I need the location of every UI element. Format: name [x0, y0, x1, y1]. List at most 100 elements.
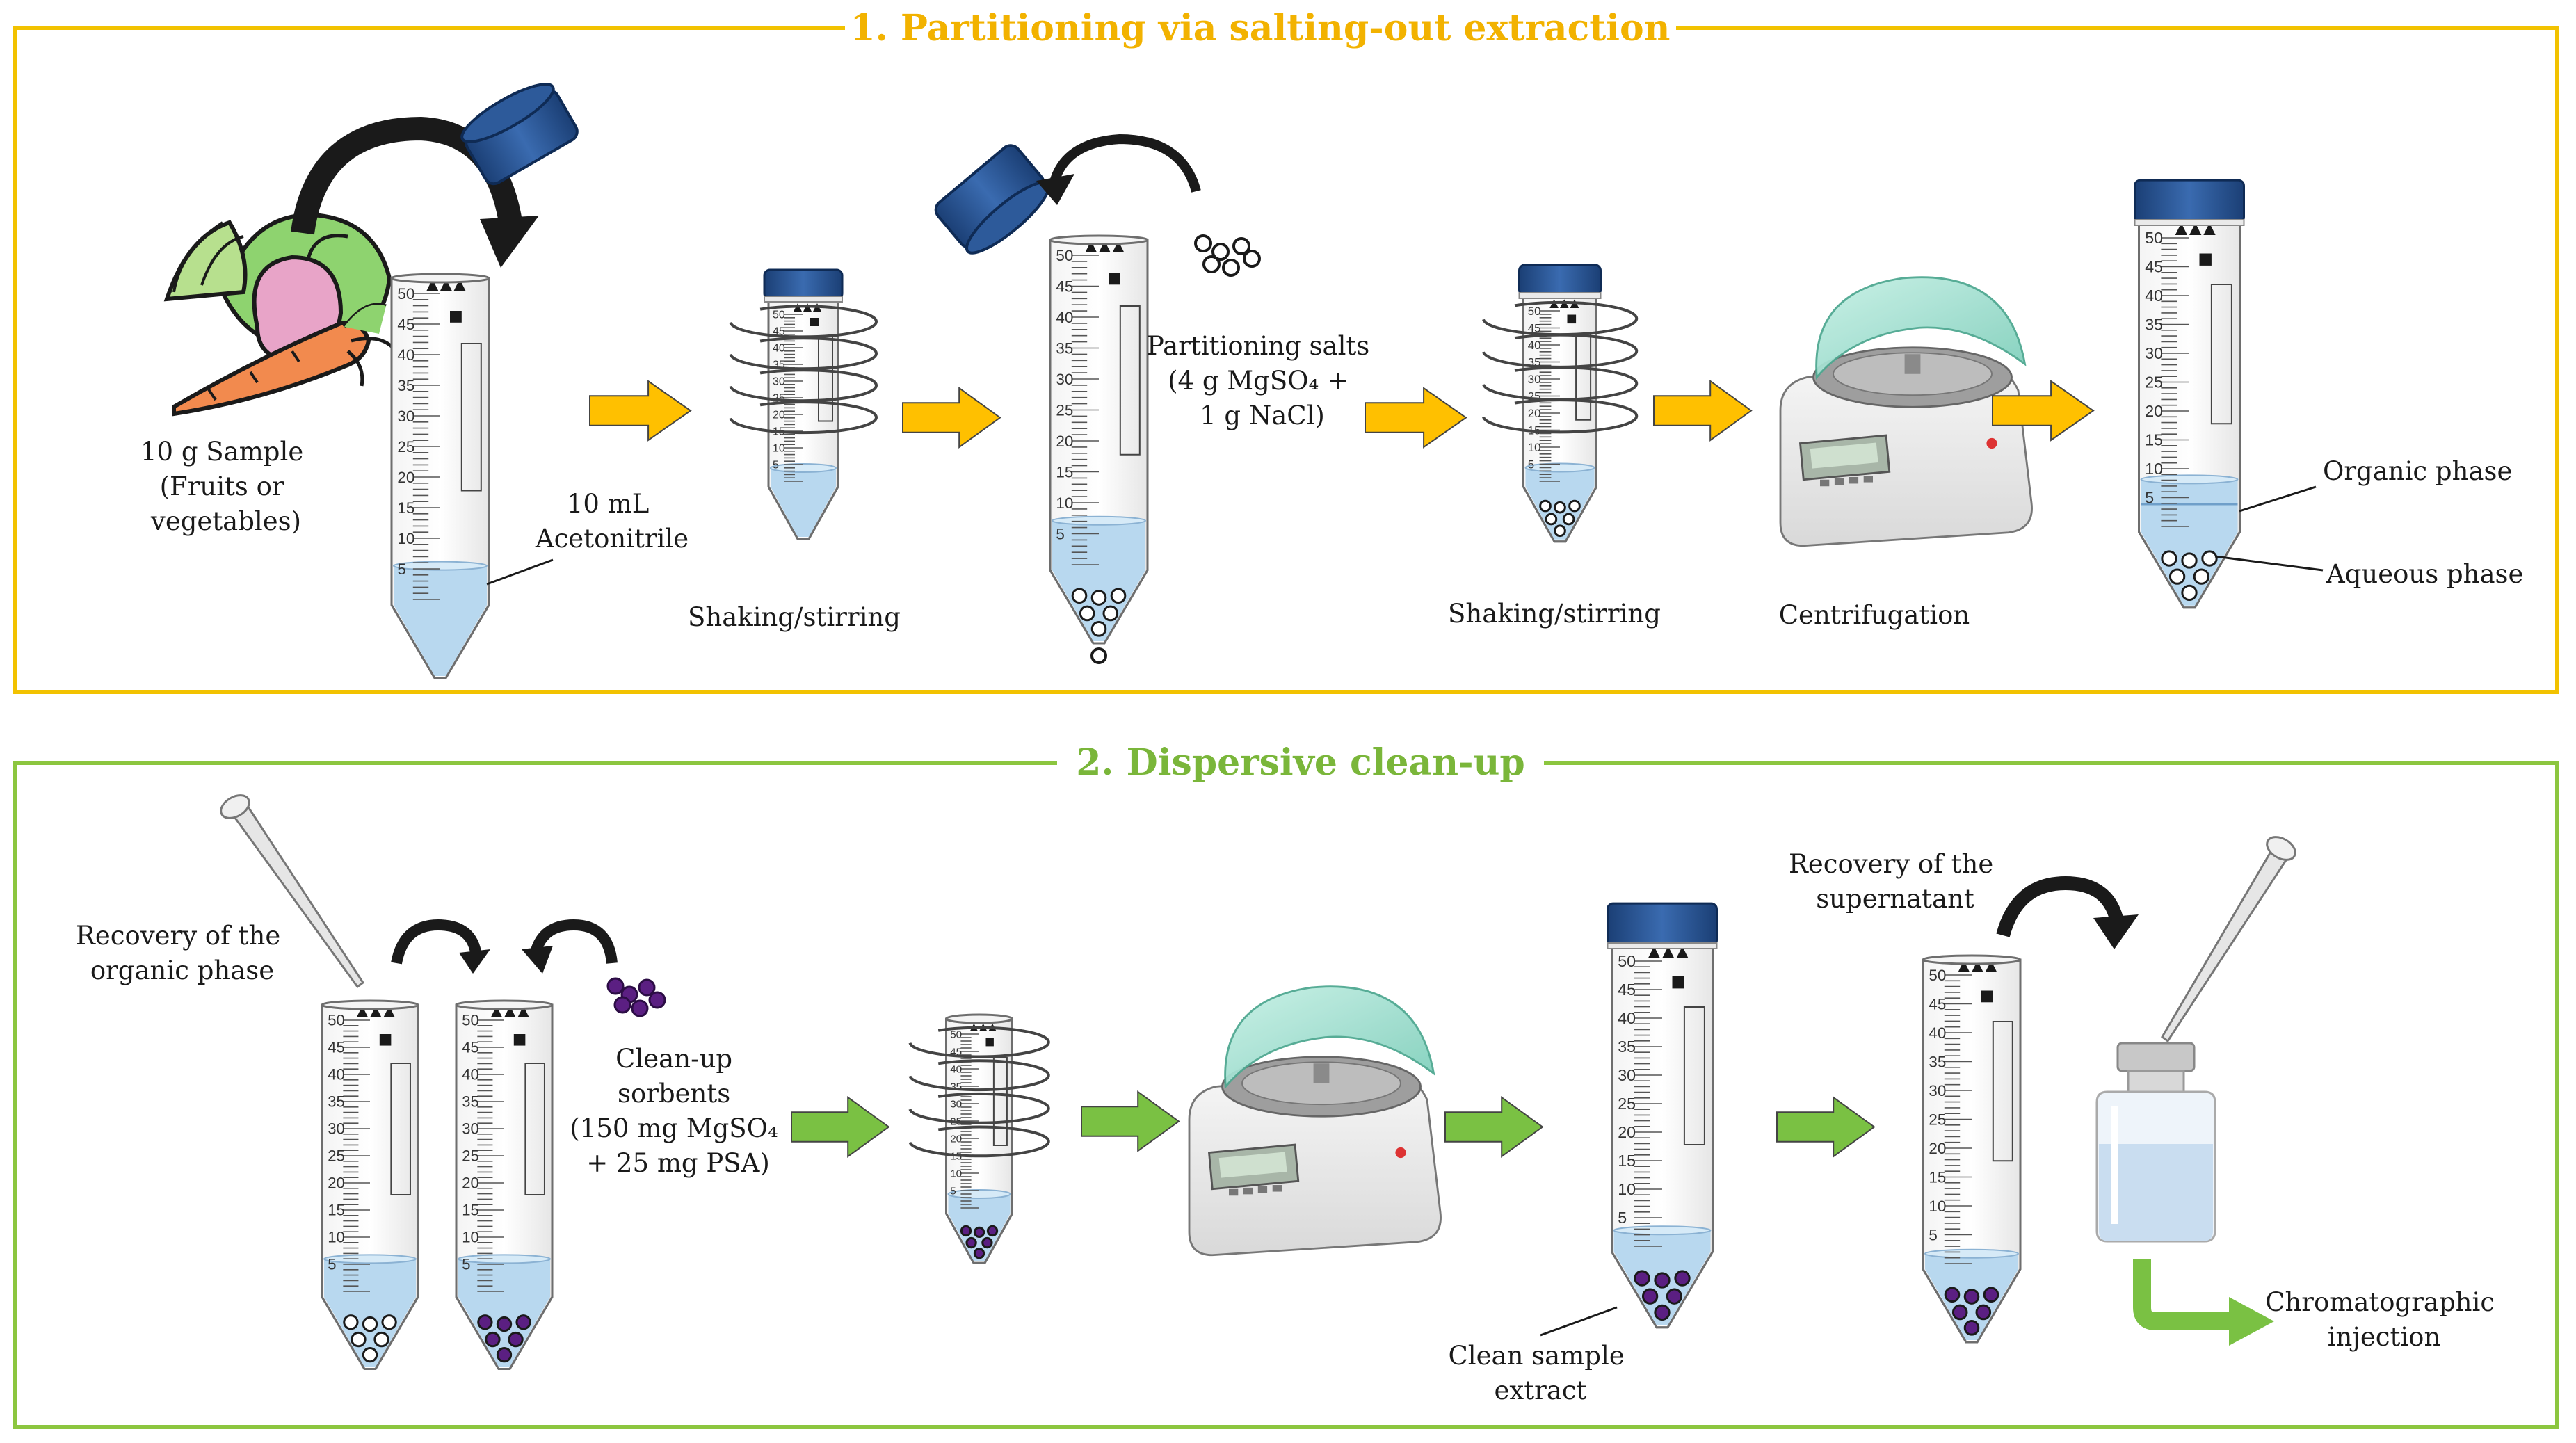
sample-label-2: (Fruits or — [160, 471, 284, 501]
centrifugation-label: Centrifugation — [1779, 600, 1970, 630]
cap-icon — [460, 83, 579, 186]
graduation-label: 20 — [1618, 1123, 1636, 1141]
sorbents-label-1: Clean-up — [615, 1044, 732, 1074]
graduation-label: 45 — [328, 1039, 345, 1056]
graduation-label: 50 — [328, 1012, 345, 1029]
graduation-label: 5 — [2145, 489, 2154, 507]
graduation-label: 45 — [397, 316, 414, 333]
graduation-label: 10 — [773, 443, 785, 455]
svg-text:Recovery of the organic ph: Recovery of the organic phase — [76, 921, 289, 985]
chromatographic-label-2: injection — [2328, 1322, 2441, 1352]
chromatographic-label-1: Chromatographic — [2265, 1287, 2495, 1317]
transfer-arrow-icon — [391, 919, 490, 974]
graduation-label: 20 — [1056, 433, 1073, 450]
svg-text:Clean-up sorbents (150: Clean-up sorbents (150 mg MgSO₄ + 25 mg … — [570, 1044, 786, 1178]
graduation-label: 5 — [1618, 1209, 1627, 1227]
graduation-label: 25 — [397, 438, 414, 456]
acetonitrile-label-1: 10 mL — [567, 489, 650, 519]
pipette-icon-2 — [2161, 836, 2296, 1043]
injection-arrow-icon — [2133, 1259, 2274, 1346]
graduation-label: 30 — [462, 1120, 479, 1138]
sorbent-arrow-icon — [522, 919, 618, 974]
recovery-organic-label-1: Recovery of the — [76, 921, 280, 951]
graduation-label: 50 — [397, 285, 414, 303]
graduation-label: 40 — [328, 1066, 345, 1083]
graduation-label: 5 — [397, 561, 405, 578]
salts-label-3: 1 g NaCl) — [1200, 401, 1325, 430]
graduation-label: 5 — [462, 1256, 470, 1273]
graduation-label: 5 — [1528, 458, 1534, 471]
recovery-supernatant-label-2: supernatant — [1816, 884, 1974, 914]
graduation-label: 30 — [1929, 1082, 1946, 1099]
graduation-label: 30 — [773, 376, 785, 388]
graduation-label: 15 — [462, 1202, 479, 1219]
graduation-label: 10 — [1528, 441, 1541, 454]
vial-icon — [2095, 1042, 2216, 1243]
graduation-label: 20 — [1528, 407, 1541, 420]
graduation-label: 45 — [1528, 321, 1541, 334]
panel2-title: 2. Dispersive clean-up — [1076, 741, 1525, 784]
graduation-label: 35 — [397, 377, 414, 394]
graduation-label: 40 — [1618, 1009, 1636, 1027]
recovery-organic-label-2: organic phase — [90, 956, 274, 985]
graduation-label: 45 — [1056, 277, 1073, 295]
sorbents-label-3: (150 mg MgSO₄ — [570, 1113, 778, 1143]
graduation-label: 35 — [462, 1093, 479, 1111]
graduation-label: 30 — [1528, 373, 1541, 386]
graduation-label: 30 — [1056, 371, 1073, 388]
graduation-label: 20 — [328, 1175, 345, 1192]
graduation-label: 10 — [950, 1168, 962, 1179]
arrow-green-4 — [1776, 1096, 1876, 1158]
arrow-green-2 — [1081, 1090, 1180, 1152]
panel1-title: 1. Partitioning via salting-out extracti… — [851, 7, 1671, 49]
centrifuge-2 — [1188, 985, 1442, 1257]
graduation-label: 50 — [950, 1029, 962, 1040]
svg-text:10 g Sample (Fruits or: 10 g Sample (Fruits or vegetables) — [140, 437, 312, 536]
arrow-orange-1 — [589, 380, 692, 442]
sample-label-1: 10 g Sample — [140, 437, 303, 467]
sorbents-label-2: sorbents — [618, 1079, 730, 1109]
graduation-label: 25 — [328, 1147, 345, 1165]
vegetables-icon — [163, 213, 394, 417]
organic-phase-label: Organic phase — [2323, 456, 2512, 486]
sample-label-3: vegetables) — [150, 506, 301, 536]
graduation-label: 20 — [1929, 1140, 1946, 1157]
graduation-label: 50 — [1056, 247, 1073, 264]
curved-arrow-icon — [1036, 134, 1201, 205]
sorbent-particles-icon — [606, 977, 666, 1017]
svg-text:Partitioning salts (4 g Mg: Partitioning salts (4 g MgSO₄ + 1 g NaCl… — [1147, 331, 1378, 430]
centrifuge-1 — [1779, 276, 2033, 547]
graduation-label: 25 — [1056, 401, 1073, 419]
salt-particles-icon — [1194, 234, 1261, 277]
graduation-label: 50 — [2145, 229, 2163, 247]
graduation-label: 5 — [328, 1256, 336, 1273]
svg-text:10 mL Acetonitrile: 10 mL Acetonitrile — [535, 489, 689, 554]
graduation-label: 40 — [950, 1063, 962, 1075]
graduation-label: 10 — [397, 530, 414, 547]
graduation-label: 30 — [397, 408, 414, 425]
graduation-label: 5 — [1056, 525, 1064, 542]
graduation-label: 45 — [1929, 995, 1946, 1013]
pipette-icon — [220, 794, 365, 989]
graduation-label: 30 — [1618, 1066, 1636, 1084]
graduation-label: 15 — [1618, 1152, 1636, 1170]
graduation-label: 35 — [950, 1081, 962, 1093]
sorbents-label-4: + 25 mg PSA) — [586, 1148, 770, 1178]
graduation-label: 20 — [773, 410, 785, 421]
graduation-label: 45 — [462, 1039, 479, 1056]
graduation-label: 15 — [1056, 463, 1073, 481]
graduation-label: 40 — [1528, 339, 1541, 352]
graduation-label: 45 — [2145, 258, 2163, 276]
graduation-label: 50 — [1618, 952, 1636, 970]
graduation-label: 5 — [773, 460, 779, 471]
graduation-label: 35 — [1929, 1053, 1946, 1070]
graduation-label: 30 — [950, 1098, 962, 1110]
